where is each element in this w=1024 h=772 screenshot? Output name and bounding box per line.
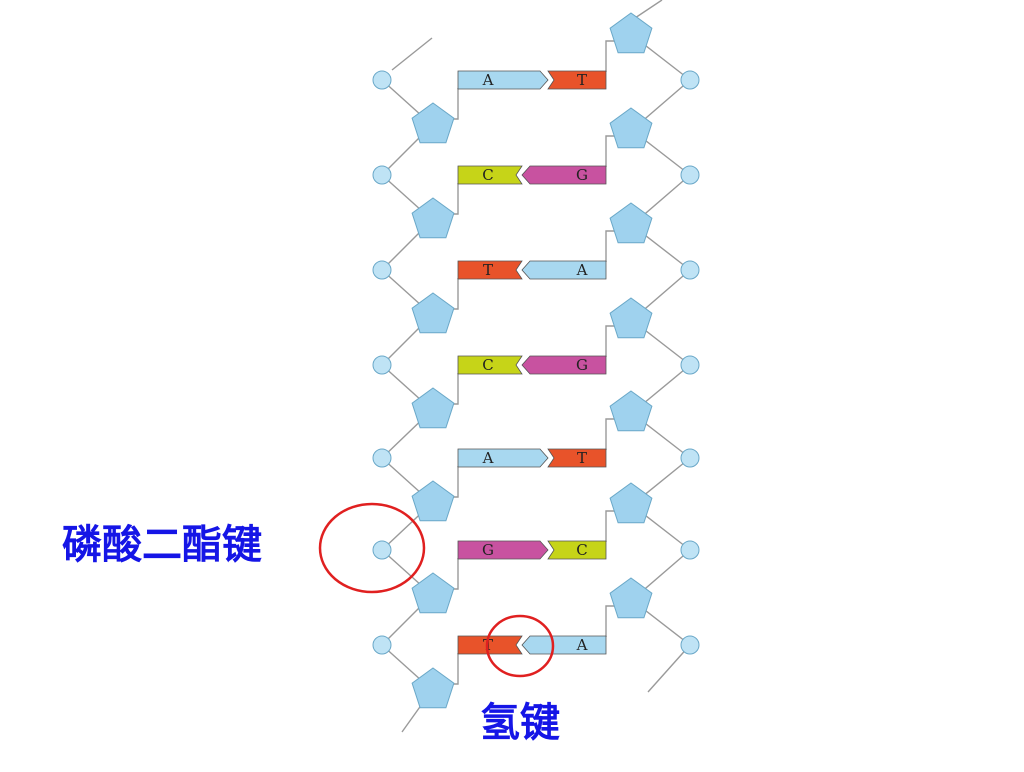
base-left-T [457, 635, 523, 655]
hydrogen-bond-highlight [485, 614, 555, 678]
base-letter: G [576, 356, 588, 374]
base-letter: G [576, 166, 588, 184]
base-left-A [457, 70, 549, 90]
base-left-C [457, 165, 523, 185]
deoxyribose-left [411, 387, 455, 429]
base-letter: C [482, 166, 493, 184]
deoxyribose-left [411, 667, 455, 709]
deoxyribose-right [609, 107, 653, 149]
phosphodiester-bond-label: 磷酸二酯键 [62, 522, 262, 568]
deoxyribose-right [609, 390, 653, 432]
base-right-G [521, 355, 607, 375]
base-letter: T [577, 449, 587, 467]
base-letter: A [482, 449, 494, 467]
base-letter: C [482, 356, 493, 374]
deoxyribose-right [609, 577, 653, 619]
base-letter: T [577, 71, 587, 89]
deoxyribose-left [411, 292, 455, 334]
base-letter: G [482, 541, 494, 559]
phosphate-right [680, 70, 700, 90]
phosphate-right [680, 635, 700, 655]
deoxyribose-left [411, 480, 455, 522]
phosphate-left [372, 635, 392, 655]
base-letter: T [483, 261, 493, 279]
strand-top-left [391, 37, 433, 71]
base-letter: C [576, 541, 587, 559]
base-left-T [457, 260, 523, 280]
base-letter: A [576, 261, 588, 279]
base-letter: A [482, 71, 494, 89]
phosphate-right [680, 260, 700, 280]
deoxyribose-left [411, 572, 455, 614]
phosphate-left [372, 355, 392, 375]
deoxyribose-right [609, 12, 653, 54]
phosphate-left [372, 448, 392, 468]
deoxyribose-left [411, 102, 455, 144]
deoxyribose-left [411, 197, 455, 239]
base-right-G [521, 165, 607, 185]
deoxyribose-right [609, 202, 653, 244]
phosphate-left [372, 165, 392, 185]
base-letter: A [576, 636, 588, 654]
base-right-C [547, 540, 607, 560]
base-left-C [457, 355, 523, 375]
base-right-A [521, 635, 607, 655]
phosphodiester-link [647, 644, 691, 693]
phosphate-right [680, 448, 700, 468]
phosphodiester-bond-highlight [318, 502, 426, 594]
phosphate-left [372, 540, 392, 560]
base-left-A [457, 448, 549, 468]
phosphate-right [680, 355, 700, 375]
deoxyribose-right [609, 297, 653, 339]
hydrogen-bond-label: 氢键 [480, 700, 560, 746]
phosphate-right [680, 165, 700, 185]
strand-top-right [631, 0, 663, 21]
deoxyribose-right [609, 482, 653, 524]
phosphate-right [680, 540, 700, 560]
phosphate-left [372, 260, 392, 280]
base-left-G [457, 540, 549, 560]
phosphate-left [372, 70, 392, 90]
base-right-T [547, 448, 607, 468]
base-right-T [547, 70, 607, 90]
base-right-A [521, 260, 607, 280]
